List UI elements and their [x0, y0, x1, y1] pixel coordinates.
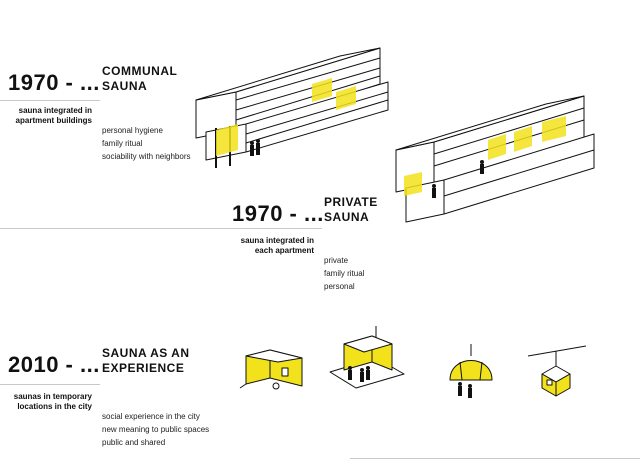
section-2-feature: family ritual	[324, 269, 365, 278]
section-1-subtitle-line1: sauna integrated in	[18, 106, 92, 115]
section-2-heading-line2: SAUNA	[324, 210, 370, 224]
section-1-heading-line2: SAUNA	[102, 79, 148, 93]
section-2-year: 1970 - ...	[232, 201, 324, 226]
section-3-feature: public and shared	[102, 438, 166, 447]
section-1-year: 1970 - ...	[8, 70, 100, 95]
section-1-feature: personal hygiene	[102, 126, 163, 135]
sauna-dome-tent-illustration	[449, 344, 493, 398]
section-3-subtitle-line2: locations in the city	[17, 402, 92, 411]
section-1-features: personal hygiene family ritual sociabili…	[102, 124, 191, 163]
section-2-subtitle: sauna integrated in each apartment	[214, 236, 314, 256]
section-2-rule	[0, 228, 322, 229]
person-icon	[432, 160, 484, 198]
people-icon	[458, 382, 472, 398]
communal-apartment-building-illustration	[195, 47, 389, 168]
private-sauna-highlight	[404, 172, 422, 196]
section-3-features: social experience in the city new meanin…	[102, 410, 209, 449]
section-2-feature: personal	[324, 282, 355, 291]
section-2-feature: private	[324, 256, 349, 265]
section-3-heading-line1: SAUNA AS AN	[102, 346, 190, 360]
section-3-feature: new meaning to public spaces	[102, 425, 210, 434]
section-2-features: private family ritual personal	[324, 254, 364, 293]
section-1-heading-line1: COMMUNAL	[102, 64, 178, 78]
communal-sauna-highlight	[216, 124, 238, 156]
section-3-subtitle: saunas in temporary locations in the cit…	[0, 392, 92, 412]
private-apartment-building-illustration	[395, 95, 595, 223]
section-3-year: 2010 - ...	[8, 352, 100, 377]
section-2-heading-line1: PRIVATE	[324, 195, 378, 209]
section-1-heading: COMMUNAL SAUNA	[102, 64, 177, 94]
people-icon	[348, 366, 370, 382]
section-2-subtitle-line1: sauna integrated in	[240, 236, 314, 245]
bottom-rule	[350, 458, 640, 459]
section-1-subtitle-line2: apartment buildings	[15, 116, 92, 125]
section-3-subtitle-line1: saunas in temporary	[13, 392, 92, 401]
sauna-gondola-illustration	[527, 345, 587, 397]
section-3-rule	[0, 384, 100, 385]
section-2-heading: PRIVATE SAUNA	[324, 195, 378, 225]
section-3-heading-line2: EXPERIENCE	[102, 361, 185, 375]
people-icon	[250, 139, 260, 156]
section-1-feature: family ritual	[102, 139, 143, 148]
section-1-rule	[0, 100, 100, 101]
sauna-trailer-illustration	[239, 349, 303, 390]
section-1-feature: sociability with neighbors	[102, 152, 191, 161]
section-3-feature: social experience in the city	[102, 412, 200, 421]
section-3-heading: SAUNA AS AN EXPERIENCE	[102, 346, 190, 376]
section-2-subtitle-line2: each apartment	[254, 246, 314, 255]
section-1-subtitle: sauna integrated in apartment buildings	[0, 106, 92, 126]
sauna-cabin-illustration	[329, 326, 405, 389]
